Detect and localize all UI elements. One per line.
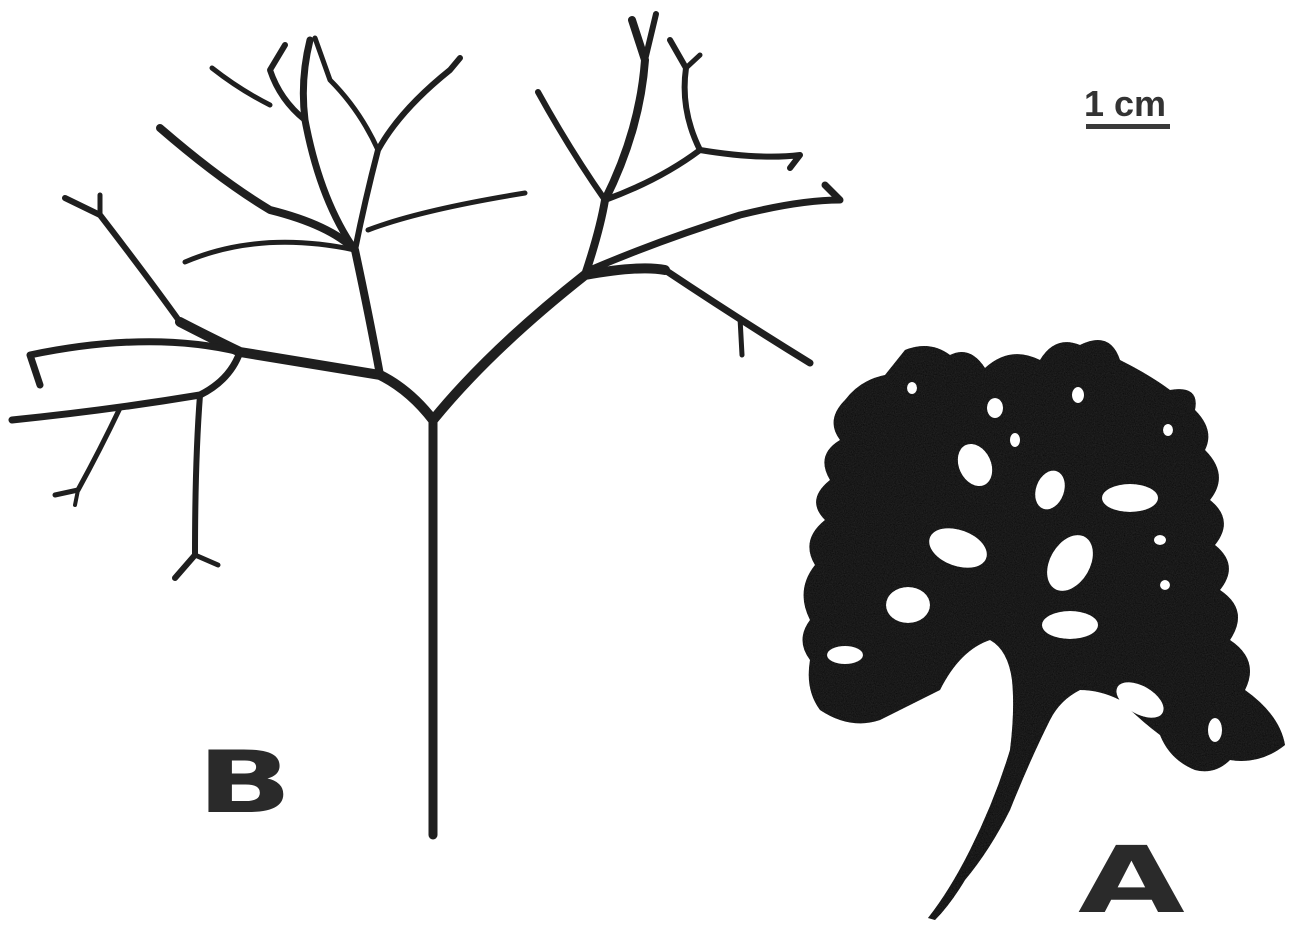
panel-label-b: B <box>197 740 292 826</box>
specimen-a-blade <box>803 340 1286 920</box>
scale-bar-label: 1 cm <box>1084 86 1166 122</box>
specimen-b-thallus <box>12 14 840 835</box>
scale-bar <box>1086 124 1170 129</box>
panel-label-a: A <box>1078 835 1185 927</box>
